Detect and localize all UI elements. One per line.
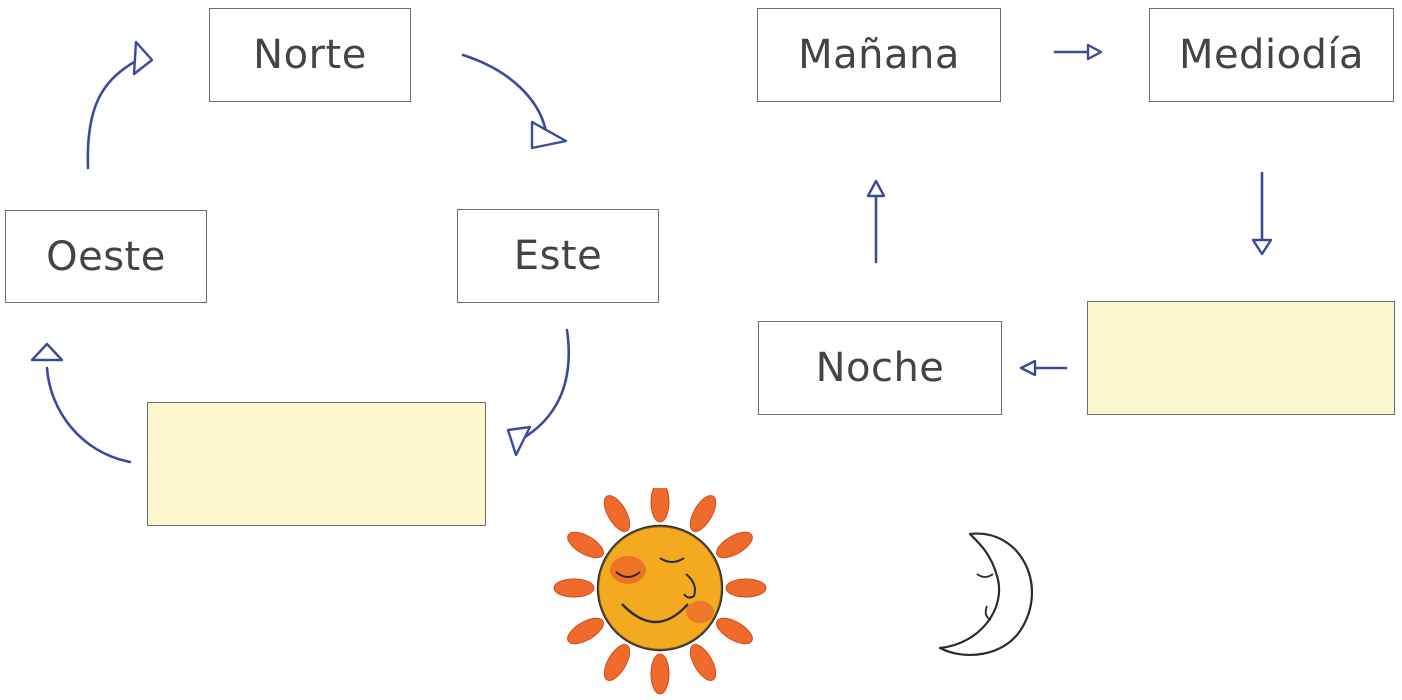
sun-ray [650, 488, 670, 523]
sun-icon [553, 488, 767, 695]
sun-ray [603, 495, 631, 532]
morning-box: Mañana [757, 8, 1001, 102]
west-label: Oeste [46, 233, 166, 280]
arrowhead-up [866, 179, 886, 198]
moon-icon [938, 532, 1034, 656]
sun-ray [553, 578, 595, 598]
sun-ray [603, 644, 631, 681]
arrowhead-blank [506, 425, 532, 457]
night-label: Noche [815, 345, 945, 391]
arrowhead-night [1019, 359, 1037, 377]
sun-ray [716, 531, 753, 559]
sun-ray [567, 617, 604, 645]
arrowhead-east [530, 120, 568, 150]
arrow-blank-to-west [45, 366, 132, 464]
arrow-north-to-east [461, 53, 548, 134]
sun-ray [716, 617, 753, 645]
morning-label: Mañana [798, 32, 960, 78]
compass-blank-box[interactable] [147, 402, 486, 526]
noon-label: Mediodía [1178, 32, 1365, 78]
sun-ray [650, 653, 670, 695]
sun-ray [689, 495, 717, 532]
day-blank-box[interactable] [1087, 301, 1395, 415]
night-box: Noche [758, 321, 1002, 415]
east-box: Este [457, 209, 659, 303]
noon-box: Mediodía [1149, 8, 1394, 102]
arrow-east-to-blank [518, 328, 571, 442]
arrowhead-down [1251, 238, 1273, 256]
sun-ray [689, 644, 717, 681]
sun-ray [567, 531, 604, 559]
arrowhead-noon [1086, 43, 1103, 61]
west-box: Oeste [5, 210, 207, 303]
arrowhead-west [30, 342, 64, 362]
north-label: Norte [253, 32, 367, 78]
north-box: Norte [209, 8, 411, 102]
arrow-west-to-north [86, 58, 140, 170]
sun-ray [725, 578, 767, 598]
arrowhead-north [132, 40, 154, 76]
east-label: Este [513, 233, 603, 279]
